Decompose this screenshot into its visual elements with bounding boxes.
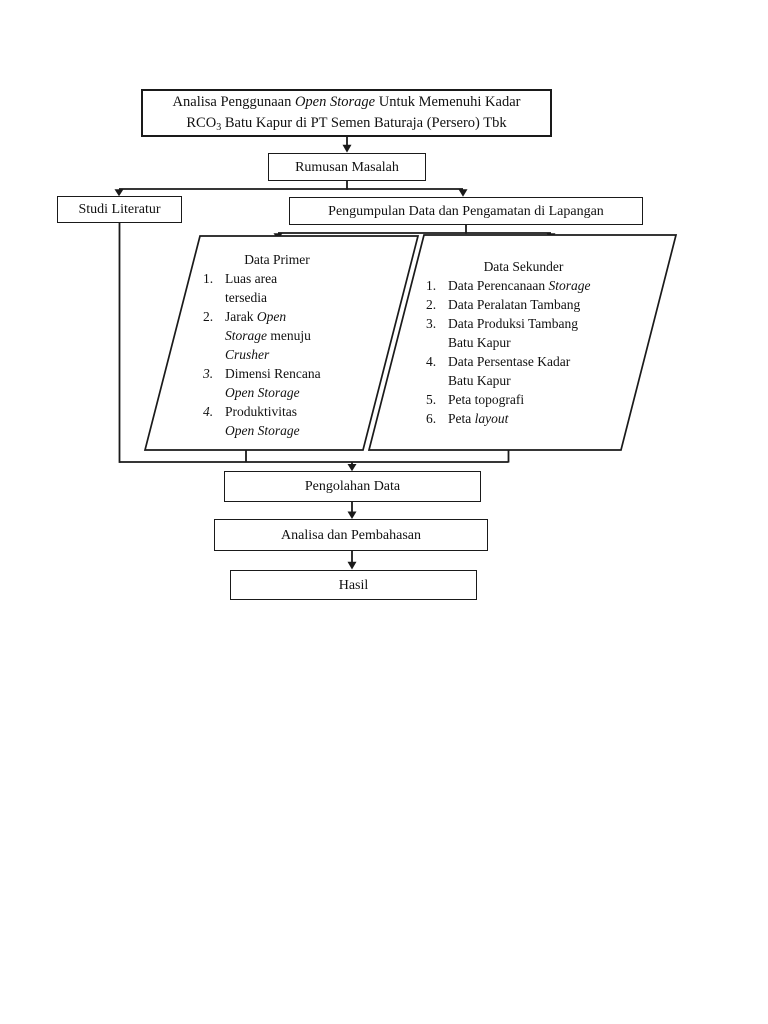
node-rumusan-masalah: Rumusan Masalah [268,153,426,181]
list-item: 4. Data Persentase Kadar Batu Kapur [426,354,571,388]
node-data-sekunder-content: Data Sekunder 1. Data Perencanaan Storag… [426,257,631,428]
parallelogram-data-sekunder [367,234,678,451]
title-line-1: Analisa Penggunaan Open Storage Untuk Me… [172,94,521,110]
list-item: 6. Peta layout [426,411,509,426]
title-line-2: RCO3 Batu Kapur di PT Semen Baturaja (Pe… [186,115,507,133]
node-analisa-pembahasan: Analisa dan Pembahasan [214,519,488,551]
arrowhead-to-pengumpulan-icon [458,189,468,197]
list-item: 3. Dimensi Rencana Open Storage [203,366,321,400]
list-item: 2. Jarak Open Storage menuju Crusher [203,309,311,362]
node-studi-literatur: Studi Literatur [57,196,182,223]
node-pengumpulan-data: Pengumpulan Data dan Pengamatan di Lapan… [289,197,643,225]
parallelogram-data-primer [143,235,420,451]
arrowhead-to-pengolahan-icon [347,464,357,472]
list-item: 1. Luas area tersedia [203,271,278,305]
arrowhead-to-studi-icon [114,189,124,197]
list-item: 5. Peta topografi [426,392,525,407]
list-item: 3. Data Produksi Tambang Batu Kapur [426,316,579,350]
arrowhead-to-hasil-icon [347,561,357,570]
list-item: 4. Produktivitas Open Storage [203,404,300,438]
arrowhead-to-rumusan-icon [342,144,352,153]
list-item: 1. Data Perencanaan Storage [426,278,591,293]
data-sekunder-title: Data Sekunder [483,259,564,274]
node-hasil: Hasil [230,570,477,600]
node-title: Analisa Penggunaan Open Storage Untuk Me… [141,89,552,137]
node-pengolahan-data: Pengolahan Data [224,471,481,502]
list-item: 2. Data Peralatan Tambang [426,297,581,312]
data-primer-title: Data Primer [244,252,310,267]
node-data-primer-content: Data Primer 1. Luas area tersedia 2. Jar… [203,250,365,440]
arrowhead-to-analisa-icon [347,511,357,519]
